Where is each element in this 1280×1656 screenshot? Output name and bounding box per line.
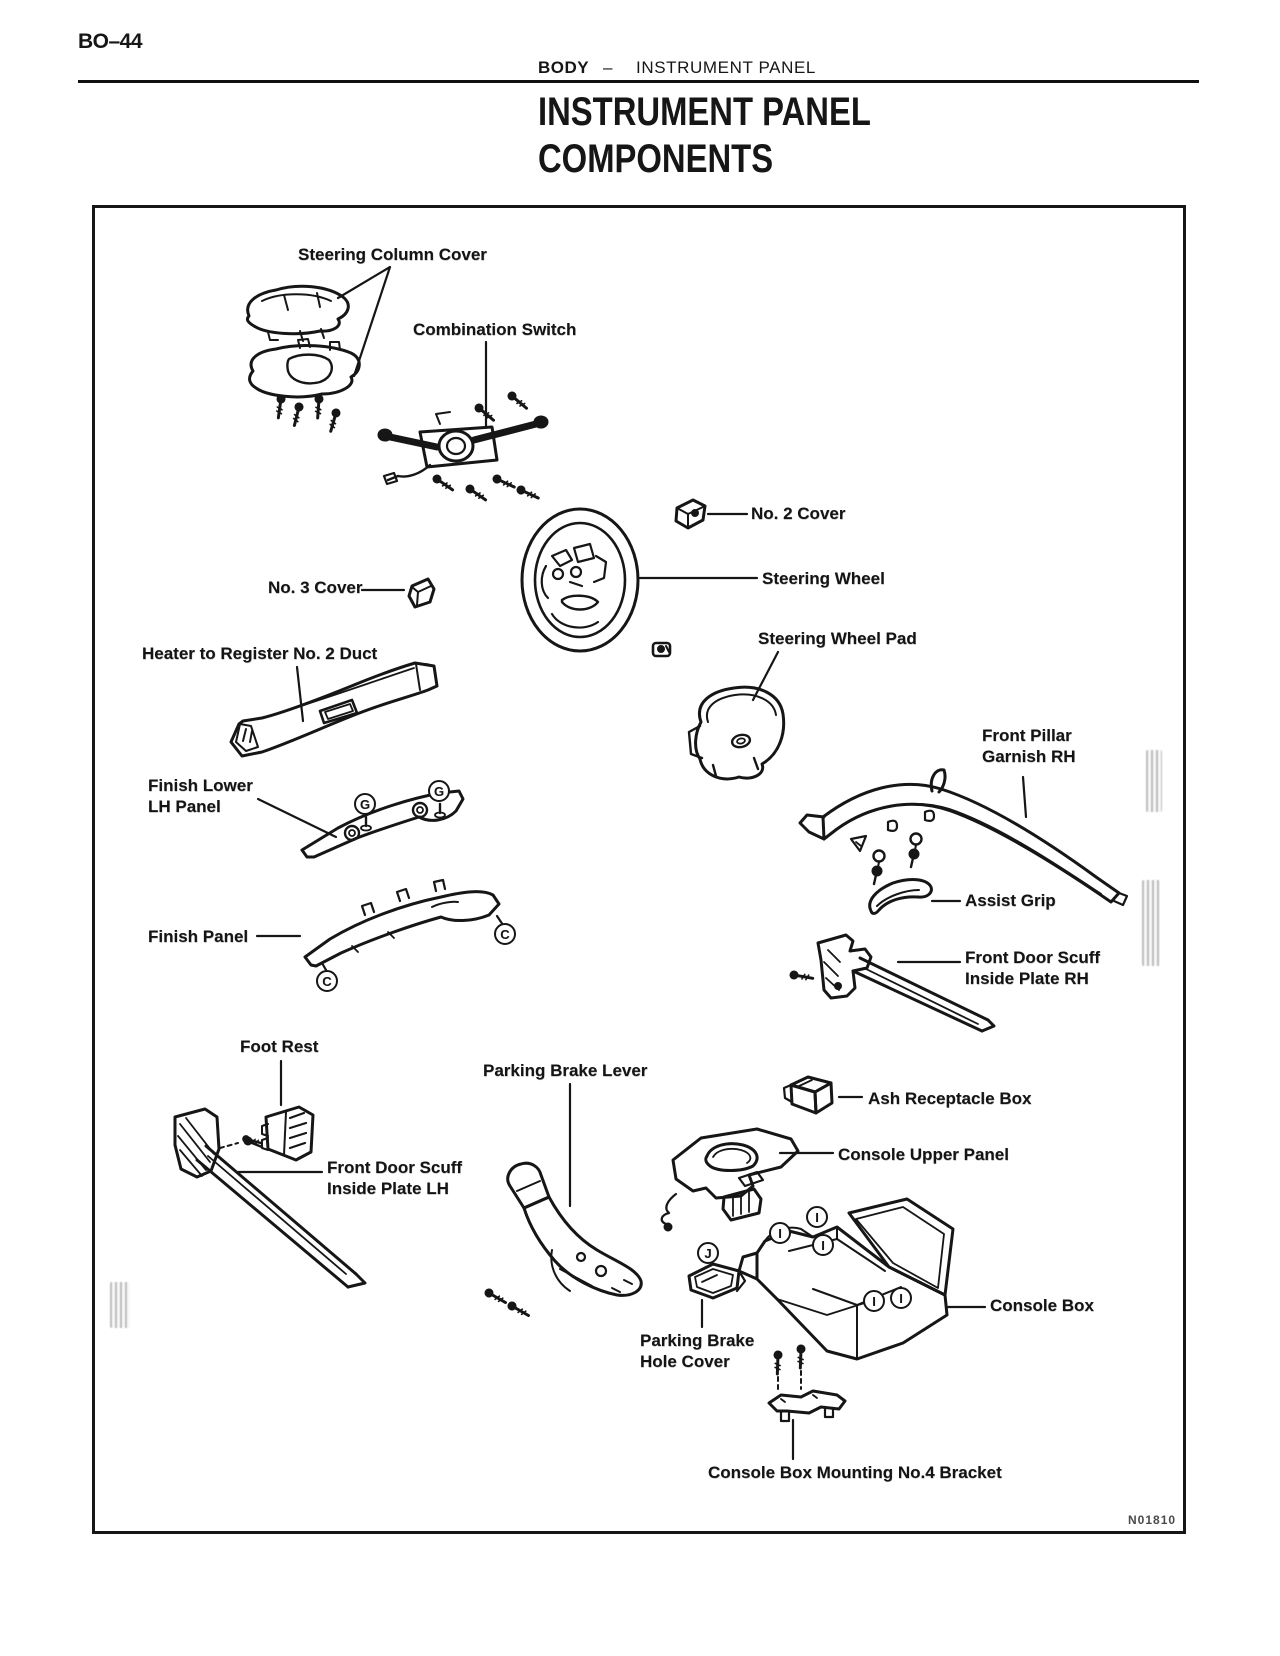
running-header-topic: INSTRUMENT PANEL: [636, 58, 816, 77]
page-title-line1: INSTRUMENT PANEL: [538, 90, 871, 134]
label-ash-receptacle-box: Ash Receptacle Box: [868, 1089, 1032, 1108]
callout-letter-C-1: C: [494, 923, 516, 945]
label-parking-brake-lever: Parking Brake Lever: [483, 1061, 648, 1080]
label-assist-grip: Assist Grip: [965, 891, 1056, 910]
callout-letter-I-2: I: [769, 1222, 791, 1244]
label-console-box: Console Box: [990, 1296, 1094, 1315]
label-heater-duct: Heater to Register No. 2 Duct: [142, 644, 378, 663]
running-header: BODY – INSTRUMENT PANEL: [0, 58, 1280, 78]
label-combination-switch: Combination Switch: [413, 320, 577, 339]
page-title-line2: COMPONENTS: [538, 137, 774, 181]
label-console-upper-panel: Console Upper Panel: [838, 1145, 1009, 1164]
label-front-door-scuff-rh: Front Door Scuff Inside Plate RH: [965, 948, 1101, 988]
callout-letter-I-5: I: [890, 1287, 912, 1309]
label-parking-brake-hole-cover: Parking Brake Hole Cover: [640, 1331, 755, 1371]
diagram-frame: [92, 205, 1186, 1534]
label-steering-wheel: Steering Wheel: [762, 569, 885, 588]
header-rule: [78, 80, 1199, 83]
scan-artifact: [1146, 750, 1162, 812]
callout-letter-I-1: I: [806, 1206, 828, 1228]
scan-artifact: [110, 1282, 130, 1328]
callout-letter-I-3: I: [812, 1234, 834, 1256]
label-front-door-scuff-lh: Front Door Scuff Inside Plate LH: [327, 1158, 463, 1198]
label-finish-lower-lh-panel: Finish Lower LH Panel: [148, 776, 253, 816]
callout-letter-C-2: C: [316, 970, 338, 992]
figure-code: N01810: [1128, 1513, 1177, 1527]
label-no3-cover: No. 3 Cover: [268, 578, 363, 597]
callout-letter-J-1: J: [697, 1242, 719, 1264]
label-front-pillar-garnish-rh: Front Pillar Garnish RH: [982, 726, 1076, 766]
label-foot-rest: Foot Rest: [240, 1037, 319, 1056]
label-steering-wheel-pad: Steering Wheel Pad: [758, 629, 917, 648]
label-no2-cover: No. 2 Cover: [751, 504, 846, 523]
running-header-section: BODY: [538, 58, 590, 77]
callout-letter-I-4: I: [863, 1290, 885, 1312]
page-number: BO–44: [78, 30, 143, 53]
label-console-box-mounting-bracket: Console Box Mounting No.4 Bracket: [708, 1463, 1002, 1482]
label-finish-panel: Finish Panel: [148, 927, 249, 946]
scan-artifact: [1142, 880, 1160, 966]
running-header-separator: –: [603, 58, 613, 77]
callout-letter-G-1: G: [354, 793, 376, 815]
callout-letter-G-2: G: [428, 780, 450, 802]
label-steering-column-cover: Steering Column Cover: [298, 245, 487, 264]
